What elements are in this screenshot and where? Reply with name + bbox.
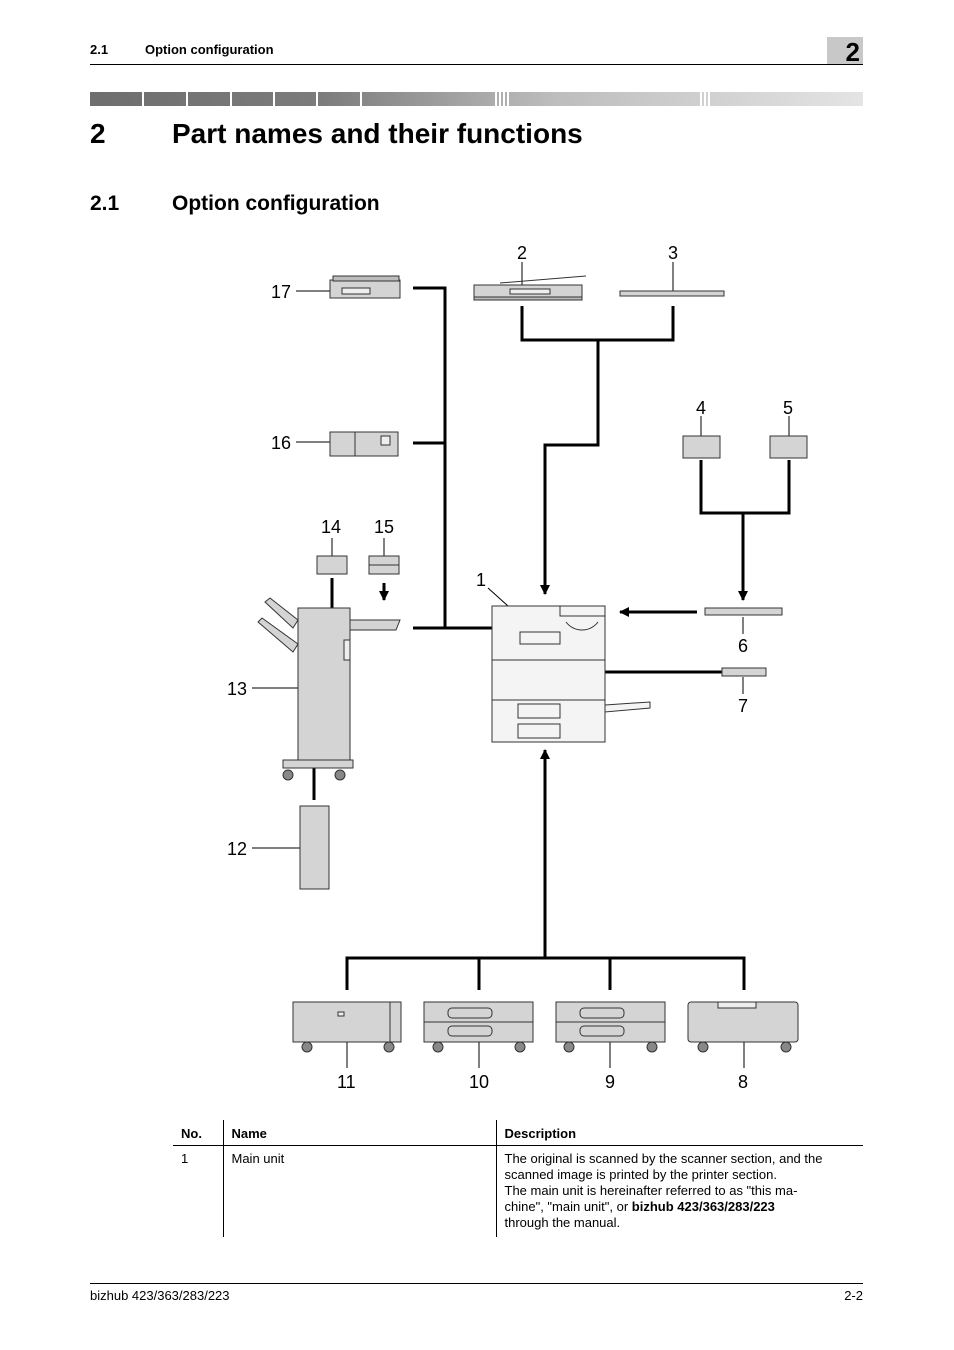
header-section-title: Option configuration (145, 42, 274, 57)
original-cover-3 (619, 290, 725, 297)
doc-feeder-2 (473, 275, 587, 301)
label-9: 9 (605, 1072, 615, 1092)
cell-name: Main unit (222, 1145, 496, 1237)
unit-10 (423, 1001, 534, 1053)
header-section-number: 2.1 (90, 42, 109, 57)
unit-11 (292, 1001, 402, 1053)
section-title: Option configuration (172, 192, 380, 215)
connector-scanner-group (520, 306, 675, 594)
col-header-description: Description (495, 1120, 863, 1146)
label-4: 4 (696, 398, 706, 418)
chapter-tab: 2 (827, 37, 863, 67)
section-number: 2.1 (90, 192, 120, 215)
unit-12 (299, 805, 330, 890)
footer-model: bizhub 423/363/283/223 (90, 1288, 230, 1303)
header-rule (90, 64, 863, 65)
cell-no: 1 (181, 1151, 189, 1166)
label-3: 3 (668, 243, 678, 263)
label-6: 6 (738, 636, 748, 656)
kit-7 (721, 667, 767, 677)
connector-left-group (413, 286, 519, 633)
label-16: 16 (271, 433, 291, 453)
kit-15 (368, 555, 400, 575)
footer-page-number: 2-2 (844, 1288, 863, 1303)
desc-line: scanned image is printed by the printer … (504, 1167, 777, 1182)
footer-rule (90, 1283, 863, 1284)
cell-description: The original is scanned by the scanner s… (495, 1145, 863, 1237)
label-11: 11 (337, 1072, 356, 1092)
label-12: 12 (227, 839, 247, 859)
label-17: 17 (271, 282, 291, 302)
unit-16 (329, 431, 399, 457)
unit-9 (555, 1001, 666, 1053)
label-8: 8 (738, 1072, 748, 1092)
finisher-13 (257, 597, 401, 781)
table-header-row: No. Name Description (173, 1120, 863, 1146)
label-2: 2 (517, 243, 527, 263)
label-13: 13 (227, 679, 247, 699)
col-header-name: Name (222, 1120, 496, 1146)
parts-table: No. Name Description 1 Main unit The ori… (173, 1120, 863, 1237)
main-unit-1 (491, 605, 651, 743)
kit-14 (316, 555, 348, 575)
doc-feeder-17 (329, 275, 401, 299)
label-5: 5 (783, 398, 793, 418)
unit-8 (687, 1001, 799, 1053)
connector-bottom-units (345, 750, 746, 990)
kit-6 (704, 607, 783, 616)
desc-line: through the manual. (504, 1215, 621, 1230)
col-header-no: No. (173, 1120, 223, 1146)
kit-4 (682, 435, 721, 459)
label-1: 1 (476, 570, 486, 590)
desc-line: The main unit is hereinafter referred to… (504, 1183, 798, 1198)
kit-5 (769, 435, 808, 459)
decorative-band (90, 92, 863, 106)
option-configuration-diagram: 1 2 3 4 5 6 7 8 9 10 11 12 13 14 15 16 1… (227, 243, 808, 1092)
desc-model-name: bizhub 423/363/283/223 (631, 1199, 775, 1214)
chapter-number: 2 (90, 118, 106, 149)
label-10: 10 (469, 1072, 489, 1092)
connector-kits-4-5 (699, 460, 791, 600)
desc-line: The original is scanned by the scanner s… (504, 1151, 823, 1166)
chapter-title: Part names and their functions (172, 118, 583, 149)
label-14: 14 (321, 517, 341, 537)
label-15: 15 (374, 517, 394, 537)
label-7: 7 (738, 696, 748, 716)
desc-line: chine", "main unit", or (504, 1199, 632, 1214)
table-row: 1 Main unit The original is scanned by t… (173, 1145, 863, 1237)
